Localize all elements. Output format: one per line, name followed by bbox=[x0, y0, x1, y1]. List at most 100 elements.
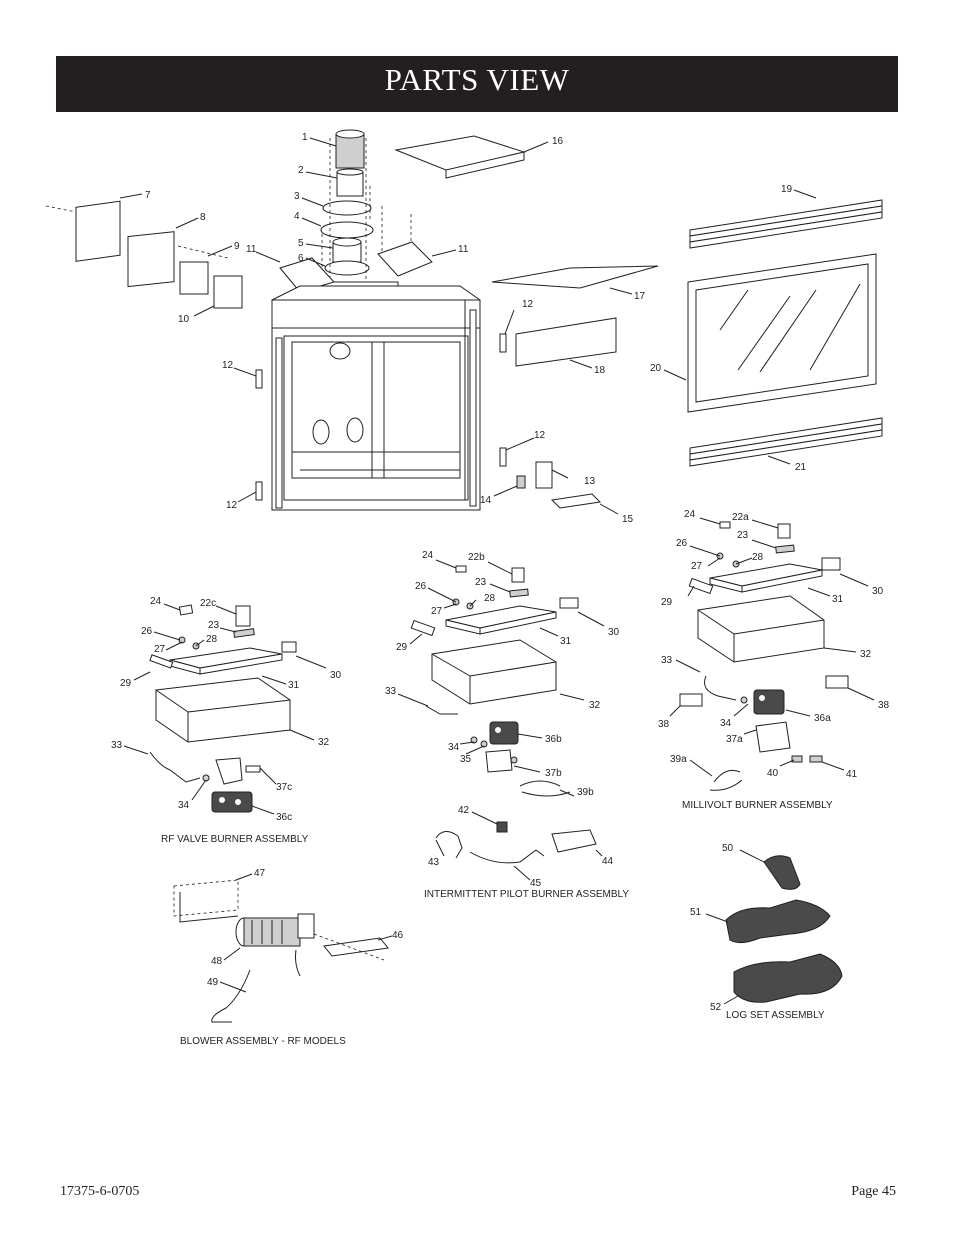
ip-callout-44: 44 bbox=[602, 856, 614, 867]
ip-valve-36b bbox=[489, 721, 519, 745]
mv-callout-39a: 39a bbox=[670, 754, 687, 765]
blower-caption: BLOWER ASSEMBLY - RF MODELS bbox=[180, 1036, 346, 1047]
rf-valve-36c bbox=[211, 791, 253, 813]
ip-callout-23: 23 bbox=[475, 577, 487, 588]
ip-callout-45: 45 bbox=[530, 878, 542, 889]
ip-callout-37b: 37b bbox=[545, 768, 562, 779]
part-1-vent-collar bbox=[335, 129, 365, 169]
rf-callout-26: 26 bbox=[141, 626, 153, 637]
log-callout-50: 50 bbox=[722, 843, 734, 854]
callout-12-right-bottom: 12 bbox=[534, 430, 546, 441]
millivolt-caption: MILLIVOLT BURNER ASSEMBLY bbox=[682, 800, 833, 811]
ip-callout-26: 26 bbox=[415, 581, 427, 592]
callout-8: 8 bbox=[200, 212, 206, 223]
callout-11-left: 11 bbox=[246, 244, 257, 255]
mv-callout-37a: 37a bbox=[726, 734, 743, 745]
mv-callout-22a: 22a bbox=[732, 512, 749, 523]
ip-callout-34: 34 bbox=[448, 742, 460, 753]
firebox-assembly: 1 2 3 4 5 6 7 8 9 10 11 11 12 12 12 12 1… bbox=[45, 129, 883, 525]
mv-burner-pan-32 bbox=[697, 595, 825, 663]
callout-3: 3 bbox=[294, 191, 300, 202]
part-19-trim bbox=[689, 199, 883, 249]
log-51 bbox=[725, 899, 831, 944]
rf-valve-burner-assembly: 24 22c 23 26 28 27 30 29 31 32 33 37c 34… bbox=[111, 596, 342, 845]
part-20-glass-door bbox=[687, 253, 877, 413]
ip-callout-22b: 22b bbox=[468, 552, 485, 563]
rf-callout-34: 34 bbox=[178, 800, 190, 811]
ip-callout-27: 27 bbox=[431, 606, 443, 617]
mv-callout-41: 41 bbox=[846, 769, 858, 780]
callout-19: 19 bbox=[781, 184, 793, 195]
rf-callout-24: 24 bbox=[150, 596, 162, 607]
part-8-panel bbox=[127, 231, 175, 288]
part-11-left-bracket bbox=[279, 257, 335, 293]
mv-valve-36a bbox=[753, 689, 785, 715]
blower-callout-49: 49 bbox=[207, 977, 219, 988]
ip-callout-28: 28 bbox=[484, 593, 496, 604]
mv-callout-26: 26 bbox=[676, 538, 688, 549]
log-52 bbox=[733, 953, 843, 1003]
rf-burner-pan-32 bbox=[155, 677, 291, 743]
blower-callout-46: 46 bbox=[392, 930, 404, 941]
callout-21: 21 bbox=[795, 462, 807, 473]
rf-callout-22c: 22c bbox=[200, 598, 216, 609]
callout-6: 6 bbox=[298, 253, 304, 264]
callout-5: 5 bbox=[298, 238, 304, 249]
callout-16: 16 bbox=[552, 136, 564, 147]
part-7-panel bbox=[75, 200, 121, 262]
ip-callout-43: 43 bbox=[428, 857, 440, 868]
rf-valve-caption: RF VALVE BURNER ASSEMBLY bbox=[161, 834, 309, 845]
part-9-plate bbox=[179, 261, 209, 295]
log-callout-51: 51 bbox=[690, 907, 702, 918]
blower-assembly: 47 46 48 49 BLOWER ASSEMBLY - RF MODELS bbox=[173, 868, 404, 1047]
rf-callout-37c: 37c bbox=[276, 782, 292, 793]
part-2-pipe bbox=[336, 168, 364, 197]
callout-14: 14 bbox=[480, 495, 492, 506]
ip-module-44 bbox=[551, 829, 597, 853]
ip-callout-31: 31 bbox=[560, 636, 572, 647]
millivolt-burner-assembly: 24 22a 23 26 28 27 30 29 31 32 33 38 38 … bbox=[658, 509, 890, 811]
document-number: 17375-6-0705 bbox=[60, 1184, 140, 1199]
blower-callout-47: 47 bbox=[254, 868, 266, 879]
intermittent-pilot-burner-assembly: 24 22b 23 26 28 27 30 31 29 32 33 36b 34… bbox=[385, 550, 629, 900]
blower-callout-48: 48 bbox=[211, 956, 223, 967]
ip-callout-36b: 36b bbox=[545, 734, 562, 745]
callout-2: 2 bbox=[298, 165, 304, 176]
callout-20: 20 bbox=[650, 363, 662, 374]
mv-callout-34: 34 bbox=[720, 718, 732, 729]
part-11-right-bracket bbox=[377, 241, 433, 277]
mv-callout-36a: 36a bbox=[814, 713, 831, 724]
mv-callout-32: 32 bbox=[860, 649, 872, 660]
mv-callout-30: 30 bbox=[872, 586, 884, 597]
mv-callout-33: 33 bbox=[661, 655, 673, 666]
blower-bracket-46 bbox=[323, 937, 389, 957]
mv-callout-24: 24 bbox=[684, 509, 696, 520]
ip-callout-29: 29 bbox=[396, 642, 408, 653]
mv-callout-28: 28 bbox=[752, 552, 764, 563]
rf-callout-30: 30 bbox=[330, 670, 342, 681]
mv-callout-29: 29 bbox=[661, 597, 673, 608]
log-callout-52: 52 bbox=[710, 1002, 722, 1013]
part-13-switch bbox=[535, 461, 553, 489]
rf-callout-27: 27 bbox=[154, 644, 166, 655]
callout-15: 15 bbox=[622, 514, 634, 525]
ip-callout-42: 42 bbox=[458, 805, 470, 816]
callout-7: 7 bbox=[145, 190, 151, 201]
mv-callout-38-right: 38 bbox=[878, 700, 890, 711]
mv-callout-23: 23 bbox=[737, 530, 749, 541]
log-50 bbox=[763, 855, 801, 890]
mv-callout-38-left: 38 bbox=[658, 719, 670, 730]
part-21-trim bbox=[689, 417, 883, 467]
rf-callout-28: 28 bbox=[206, 634, 218, 645]
callout-18: 18 bbox=[594, 365, 606, 376]
ip-callout-32: 32 bbox=[589, 700, 601, 711]
callout-17: 17 bbox=[634, 291, 646, 302]
ip-callout-33: 33 bbox=[385, 686, 397, 697]
part-14-clip bbox=[516, 475, 526, 489]
page-number: Page 45 bbox=[851, 1184, 896, 1199]
ip-callout-30: 30 bbox=[608, 627, 620, 638]
rf-callout-31: 31 bbox=[288, 680, 300, 691]
callout-11-right: 11 bbox=[458, 244, 469, 255]
rf-callout-23: 23 bbox=[208, 620, 220, 631]
